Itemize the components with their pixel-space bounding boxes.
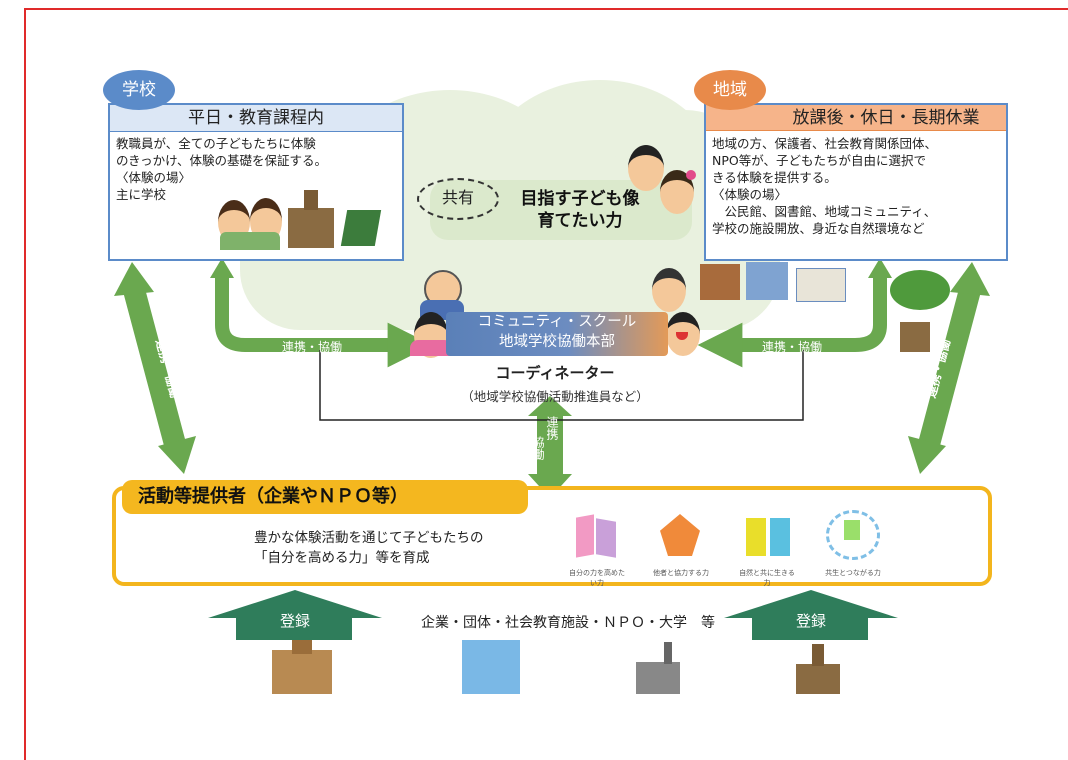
school-tag: 学校 — [103, 70, 175, 110]
coordinator-bracket — [319, 350, 804, 421]
coordinator-title: コーディネーター — [495, 364, 615, 382]
register-label-right: 登録 — [795, 612, 826, 630]
link-label-right: 連携・協働 — [762, 340, 823, 354]
link-arrow-right — [697, 270, 887, 368]
region-box: 放課後・休日・長期休業 地域の方、保護者、社会教育関係団体、 NPO等が、子ども… — [704, 103, 1008, 261]
coordinator-note: （地域学校協働活動推進員など） — [461, 389, 649, 404]
diag-arrow-left — [123, 287, 187, 451]
register-arrow-left — [208, 590, 382, 640]
goal-text: 目指す子ども像 育てたい力 — [520, 189, 640, 231]
icon-caption-1: 自分の力を高めたい力 — [569, 569, 625, 587]
link-label-center-a: 連携 — [545, 416, 559, 440]
icon-caption-3: 自然と共に生きる力 — [739, 569, 795, 587]
school-header: 平日・教育課程内 — [110, 105, 402, 132]
icon-caption-2: 他者と協力する力 — [653, 569, 709, 577]
region-header: 放課後・休日・長期休業 — [706, 105, 1006, 131]
school-description: 教職員が、全ての子どもたちに体験 のきっかけ、体験の基礎を保証する。 〈体験の場… — [116, 136, 328, 202]
shared-label: 共有 — [417, 178, 499, 220]
region-tag: 地域 — [694, 70, 766, 110]
provider-description: 豊かな体験活動を通じて子どもたちの 「自分を高める力」等を育成 — [254, 530, 484, 566]
icon-caption-4: 共生とつながる力 — [825, 569, 881, 577]
page-frame — [24, 8, 1068, 760]
region-description: 地域の方、保護者、社会教育関係団体、 NPO等が、子どもたちが自由に選択で きる… — [712, 136, 938, 236]
provider-title: 活動等提供者（企業やＮＰＯ等） — [122, 480, 528, 514]
diag-arrow-right — [917, 287, 981, 451]
link-label-left: 連携・協働 — [282, 340, 343, 354]
link-label-center-b: 協働 — [531, 436, 545, 460]
community-school-box: コミュニティ・スクール 地域学校協働本部 — [446, 312, 668, 356]
registration-caption: 企業・団体・社会教育施設・ＮＰＯ・大学 等 — [421, 615, 715, 631]
register-label-left: 登録 — [279, 612, 310, 630]
register-arrow-right — [724, 590, 898, 640]
link-arrow-left — [215, 270, 433, 368]
